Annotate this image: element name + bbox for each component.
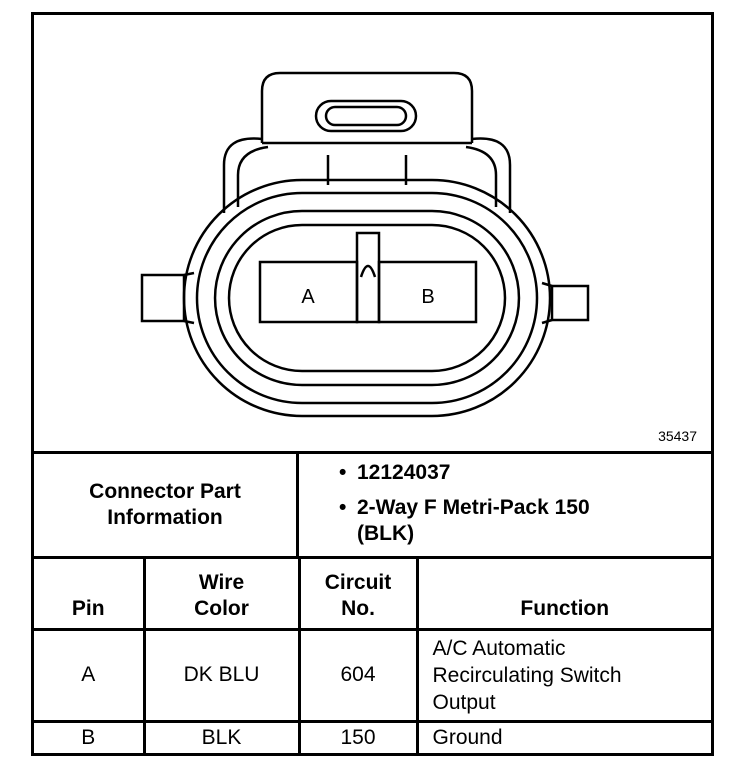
pin-table: Pin Wire Color Circuit No. Function A DK… — [34, 559, 711, 753]
wire-color-cell: BLK — [142, 719, 301, 753]
bullet-icon: • — [339, 461, 347, 484]
pin-cell: B — [34, 719, 146, 753]
pin-cell: A — [34, 627, 146, 723]
connector-part-info: Connector Part Information •12124037 •2-… — [34, 454, 711, 559]
wire-color-cell: DK BLU — [142, 627, 301, 723]
part-number-bullet: •12124037 — [339, 461, 451, 484]
connector-type-bullet: •2-Way F Metri-Pack 150 (BLK) — [339, 496, 590, 545]
figure-number: 35437 — [658, 428, 697, 444]
part-info-label: Connector Part Information — [89, 480, 241, 529]
connector-outer-shell — [182, 178, 552, 418]
pin-table-header: Pin Wire Color Circuit No. Function — [34, 559, 711, 631]
center-divider — [355, 231, 381, 324]
left-mounting-ear — [140, 273, 186, 323]
cavity-a-label: A — [301, 286, 315, 308]
table-row: A DK BLU 604 A/C Automatic Recirculating… — [34, 627, 711, 723]
table-row: B BLK 150 Ground — [34, 719, 711, 753]
header-function: Function — [415, 559, 711, 631]
part-info-details: •12124037 •2-Way F Metri-Pack 150 (BLK) — [299, 454, 711, 556]
bullet-icon: • — [339, 496, 347, 519]
circuit-no-cell: 604 — [297, 627, 419, 723]
part-info-label-cell: Connector Part Information — [34, 454, 299, 556]
function-cell: Ground — [415, 719, 711, 753]
locking-tab — [260, 71, 474, 143]
header-pin: Pin — [34, 559, 146, 631]
connector-face-drawing: A B — [140, 71, 590, 418]
function-cell: A/C Automatic Recirculating Switch Outpu… — [415, 627, 711, 723]
header-wire-color: Wire Color — [142, 559, 301, 631]
header-circuit-no: Circuit No. — [297, 559, 419, 631]
locking-tab-slot — [314, 99, 418, 133]
connector-shoulder — [222, 137, 263, 213]
right-mounting-ear — [550, 284, 590, 322]
cavity-b-label: B — [421, 286, 434, 308]
connector-frame: A B 35437 Connector Part Information •12… — [31, 12, 714, 756]
connector-figure: A B 35437 — [34, 15, 711, 454]
circuit-no-cell: 150 — [297, 719, 419, 753]
